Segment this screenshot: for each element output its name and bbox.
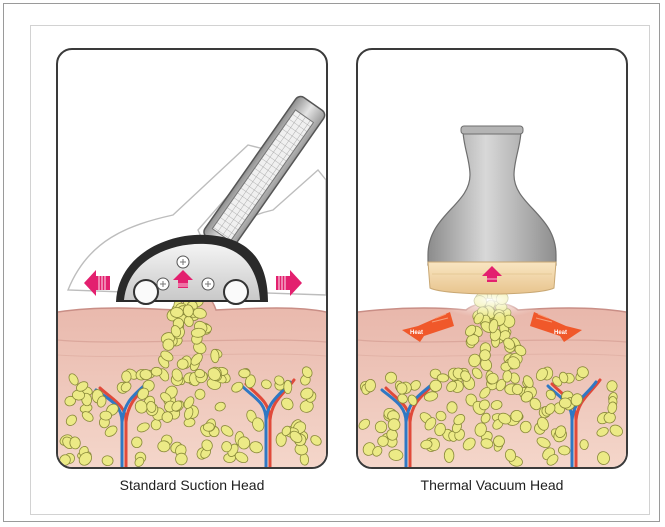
- fat-cell: [221, 441, 232, 452]
- fat-cell: [580, 439, 589, 449]
- right-motion-arrow-icon: [276, 270, 302, 296]
- thermal-vacuum-panel: Heat Heat: [356, 48, 628, 469]
- heat-label-right: Heat: [554, 330, 567, 336]
- standard-suction-panel: [56, 48, 328, 469]
- fat-cell: [494, 436, 505, 447]
- fat-cell: [176, 453, 188, 465]
- fat-cell: [163, 339, 175, 351]
- fat-cell: [132, 437, 142, 448]
- fat-cell: [170, 307, 183, 318]
- fat-cell: [284, 380, 292, 394]
- fat-cell: [238, 437, 250, 450]
- suction-head: [116, 235, 268, 304]
- fat-cell: [151, 367, 162, 376]
- fat-cell: [239, 369, 251, 378]
- standard-suction-caption: Standard Suction Head: [56, 477, 328, 493]
- fat-cell: [151, 419, 161, 430]
- suction-handle: [202, 94, 326, 253]
- heat-label-left: Heat: [410, 330, 423, 336]
- fat-cell: [437, 374, 449, 383]
- fat-cell: [375, 421, 387, 433]
- fat-cell: [444, 449, 454, 463]
- fat-cell: [121, 371, 131, 383]
- thermal-vacuum-head: [428, 126, 556, 294]
- standard-suction-illustration: [58, 50, 326, 467]
- thermal-vacuum-illustration: Heat Heat: [358, 50, 626, 467]
- fat-cell: [100, 411, 112, 420]
- fat-cell: [388, 418, 400, 430]
- left-motion-arrow-icon: [84, 270, 110, 296]
- thermal-vacuum-caption: Thermal Vacuum Head: [356, 477, 628, 493]
- fat-cell: [447, 402, 457, 414]
